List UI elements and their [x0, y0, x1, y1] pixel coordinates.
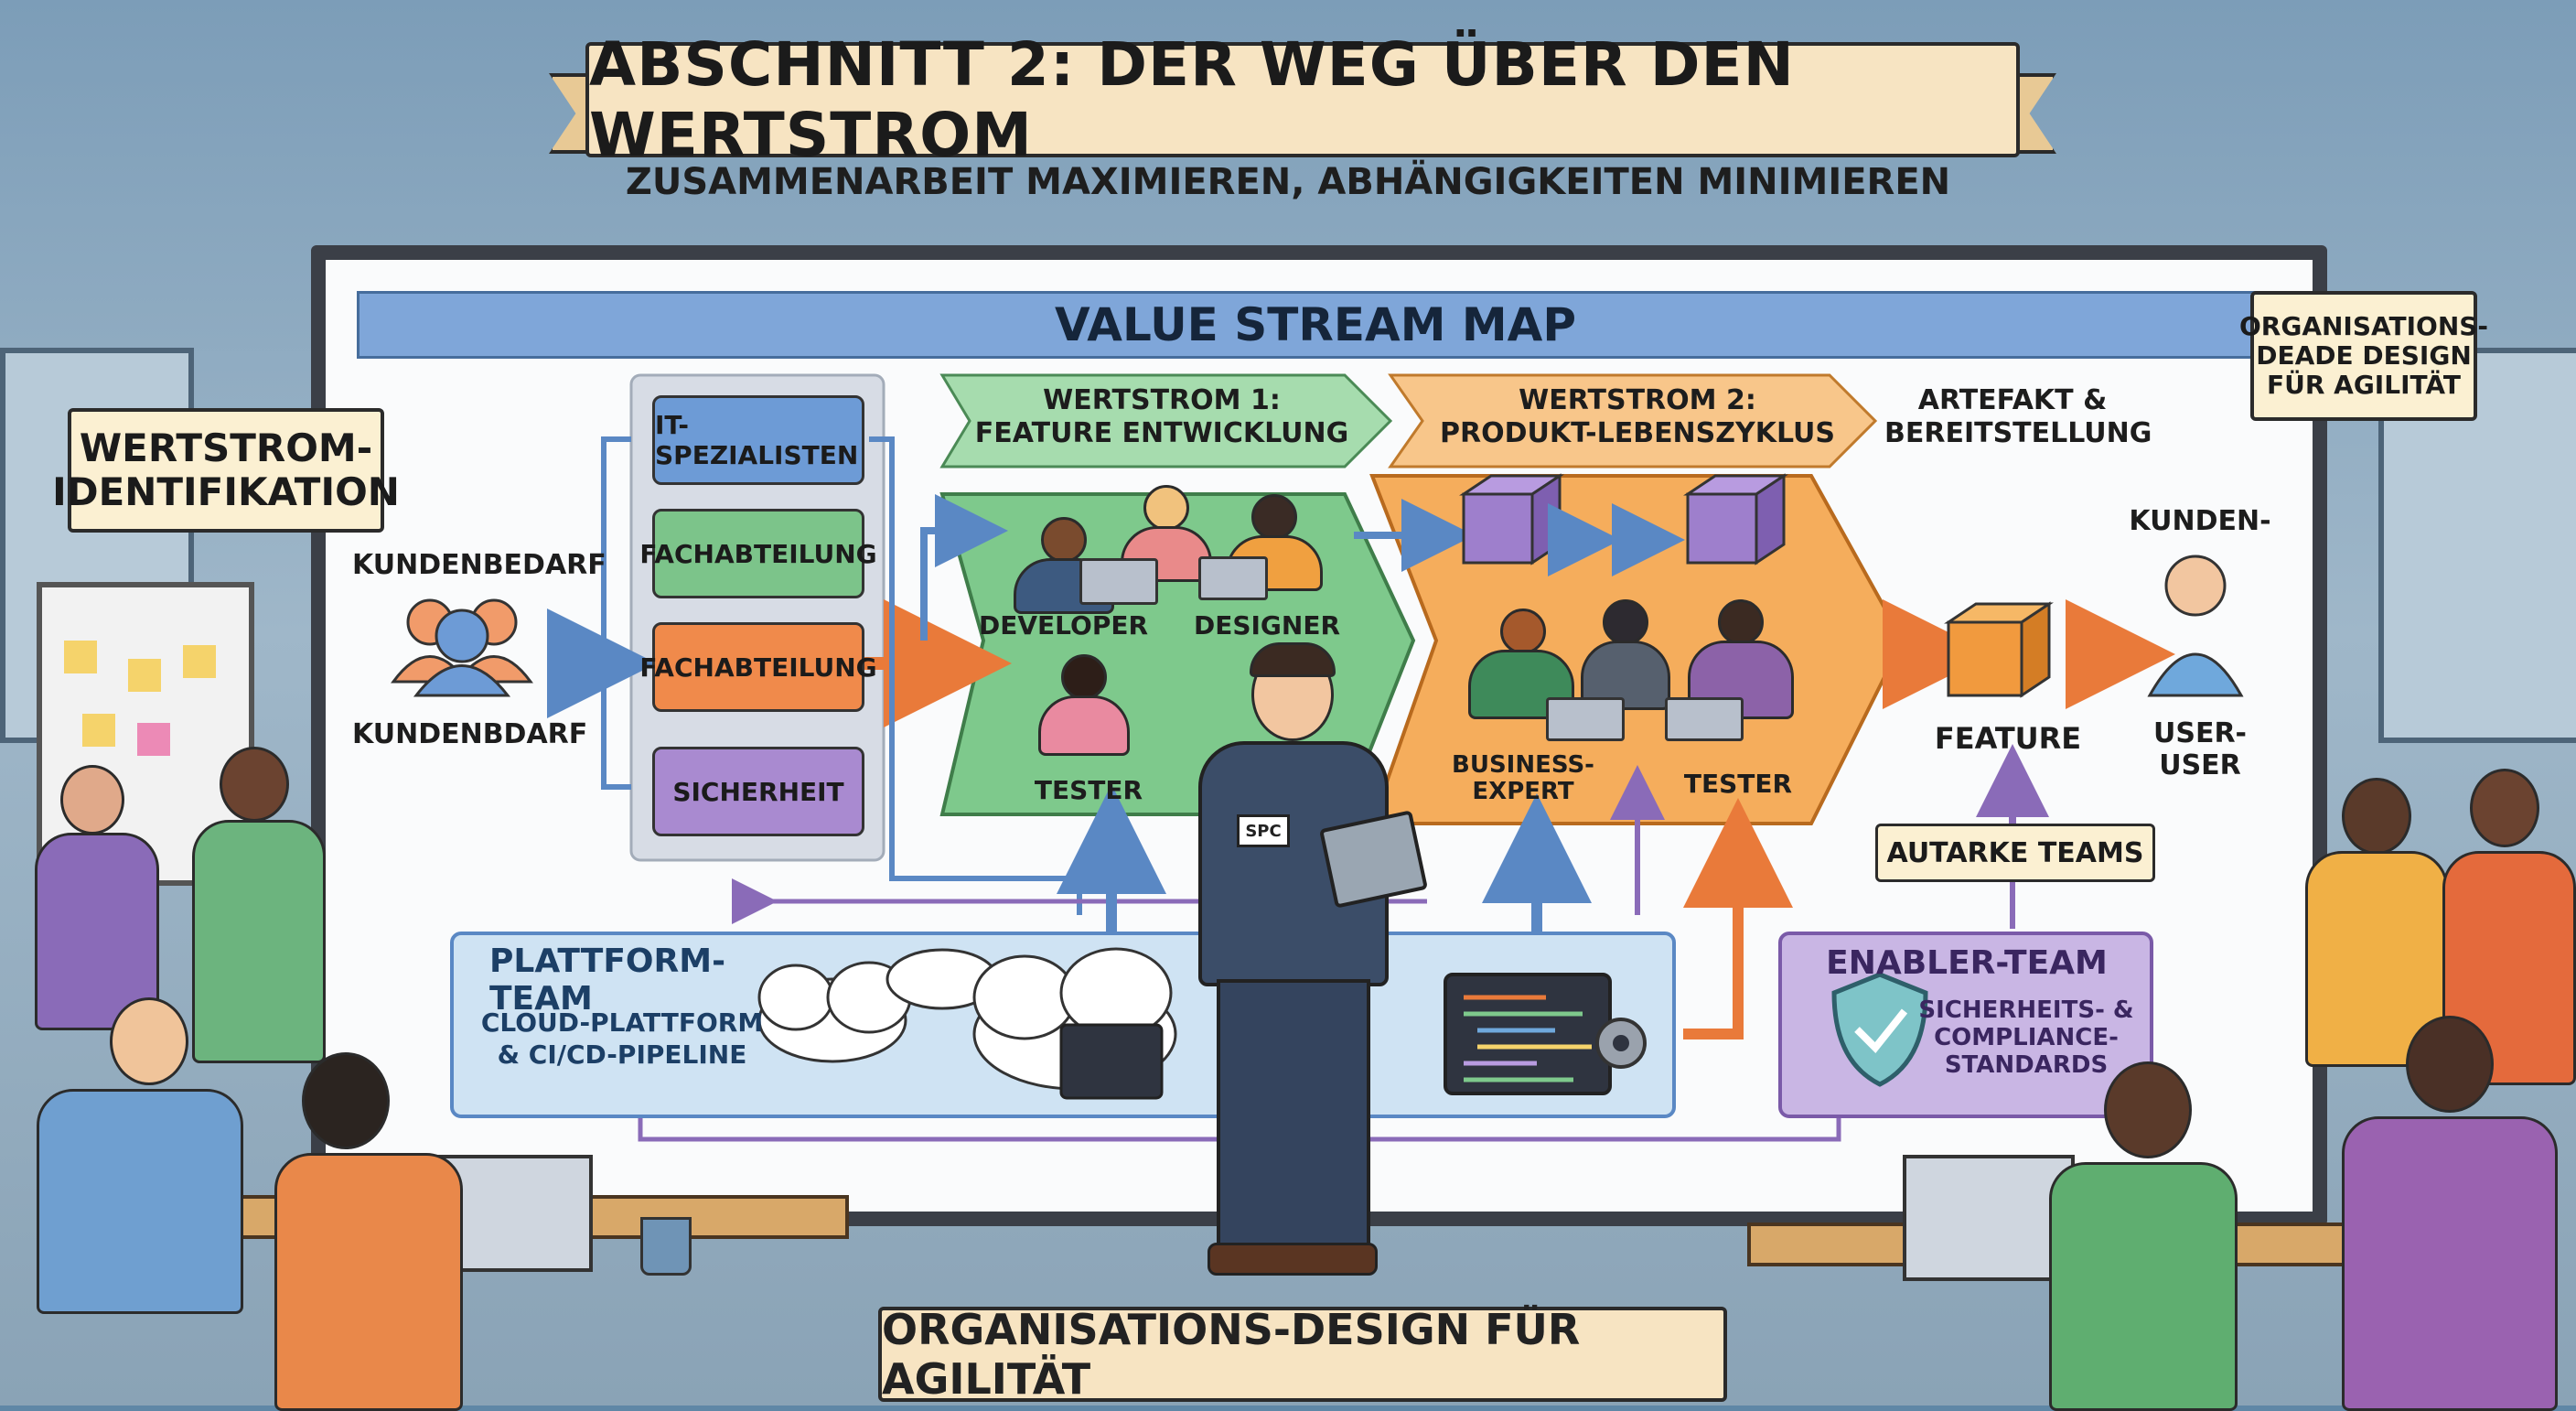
arrow-enabler-loop — [1683, 798, 1793, 1039]
business-expert-body — [1468, 650, 1574, 719]
presenter-legs — [1217, 979, 1370, 1252]
pipeline-terminal-icon — [1444, 973, 1612, 1095]
presenter-hair — [1250, 642, 1336, 677]
developer-avatar — [1041, 517, 1087, 563]
spc-badge: SPC — [1237, 814, 1290, 847]
platform-team-title: PLATTFORM-TEAM — [489, 942, 726, 1018]
sticky-note — [137, 723, 170, 756]
code-lines — [1464, 995, 1592, 1082]
sticky-note — [183, 645, 216, 678]
left-person-2-body — [192, 820, 326, 1063]
feature-cube-icon — [1944, 601, 2054, 698]
left-worker-2-body — [274, 1153, 463, 1411]
wertstrom-identifikation-note: WERTSTROM- IDENTIFIKATION — [52, 408, 400, 533]
end-customer-label-bottom: USER- USER — [2152, 717, 2247, 781]
shield-check-icon — [1831, 972, 1928, 1087]
platform-team-desc: CLOUD-PLATTFORM & CI/CD-PIPELINE — [480, 1007, 764, 1070]
value-stream-map-title: VALUE STREAM MAP — [357, 291, 2274, 359]
customer-need-label-bottom: KUNDENBDARF — [352, 718, 588, 750]
laptop-icon — [1546, 697, 1625, 741]
page-title: ABSCHNITT 2: DER WEG ÜBER DEN WERTSTROM — [589, 29, 1795, 170]
arrow-into-stream1 — [920, 494, 1008, 641]
presenter-shoes — [1208, 1243, 1378, 1276]
business-expert-avatar — [1500, 609, 1546, 654]
stream1-header-chevron — [939, 373, 1393, 469]
stream2-colleague-avatar — [1603, 599, 1648, 645]
stream1-title: WERTSTROM 1: FEATURE ENTWICKLUNG — [974, 384, 1349, 449]
cube-right-icon — [1683, 473, 1788, 565]
department-fachabteilung-2[interactable]: FACHABTEILUNG — [639, 622, 877, 712]
footer-banner: ORGANISATIONS-DESIGN FÜR AGILITÄT — [878, 1305, 1727, 1404]
left-person-1-head — [60, 765, 124, 835]
page-subtitle: ZUSAMMENARBEIT MAXIMIEREN, ABHÄNGIGKEITE… — [625, 161, 1951, 203]
business-expert-label: BUSINESS- EXPERT — [1452, 751, 1594, 805]
stream2-colleague-body — [1581, 641, 1670, 710]
right-worker-2-body — [2342, 1116, 2558, 1411]
cube-left-icon — [1459, 473, 1564, 565]
customer-need-label: KUNDENBEDARF — [352, 549, 606, 581]
organisations-design-note: ORGANISATIONS- DEADE DESIGN FÜR AGILITÄT — [2239, 291, 2488, 421]
right-window — [2378, 348, 2576, 743]
right-person-1-head — [2342, 778, 2411, 855]
end-customer-icon — [2147, 555, 2244, 697]
tester-avatar — [1061, 654, 1107, 700]
sticky-note — [64, 641, 97, 673]
cloud-icon-1 — [757, 961, 912, 1063]
laptop-icon — [1198, 556, 1268, 600]
feature-label: FEATURE — [1934, 721, 2082, 756]
right-person-2-head — [2470, 769, 2539, 847]
left-worker-1-body — [37, 1089, 243, 1314]
right-worker-1-head — [2104, 1061, 2192, 1158]
department-security[interactable]: SICHERHEIT — [652, 747, 864, 836]
left-worker-1-head — [110, 997, 188, 1085]
stream2-tester-avatar — [1718, 599, 1764, 645]
left-person-1-body — [35, 833, 159, 1030]
enabler-team-desc: SICHERHEITS- & COMPLIANCE- STANDARDS — [1918, 996, 2134, 1079]
stream2-title: WERTSTROM 2: PRODUKT-LEBENSZYKLUS — [1439, 384, 1836, 449]
pipeline-terminal-small — [1059, 1023, 1164, 1100]
developer-label: DEVELOPER — [979, 610, 1149, 641]
left-person-2-head — [220, 747, 289, 822]
right-laptop — [1903, 1155, 2075, 1281]
arrow-branch — [601, 436, 631, 790]
sticky-note — [128, 659, 161, 692]
autarke-teams-badge: AUTARKE TEAMS — [1875, 824, 2155, 882]
colleague-avatar — [1143, 485, 1189, 531]
laptop-icon — [1665, 697, 1744, 741]
stream2-tester-label: TESTER — [1683, 769, 1793, 799]
end-customer-label-top: KUNDEN- — [2129, 505, 2271, 537]
laptop-icon — [1079, 558, 1158, 605]
designer-label: DESIGNER — [1193, 610, 1341, 641]
department-fachabteilung-1[interactable]: FACHABTEILUNG — [639, 509, 877, 598]
tester-body — [1038, 695, 1130, 756]
designer-avatar — [1251, 494, 1297, 540]
stream1-tester-label: TESTER — [1034, 775, 1143, 805]
department-it-specialists[interactable]: IT-SPEZIALISTEN — [652, 395, 864, 485]
left-worker-2-head — [302, 1052, 390, 1149]
stream2-header-chevron — [1388, 373, 1878, 469]
sticky-note — [82, 714, 115, 747]
artifact-title: ARTEFAKT & BEREITSTELLUNG — [1884, 384, 2152, 449]
title-banner: ABSCHNITT 2: DER WEG ÜBER DEN WERTSTROM — [585, 29, 2020, 170]
right-worker-1-body — [2049, 1162, 2238, 1411]
colleague-body — [1121, 526, 1212, 582]
customer-group-icon — [391, 598, 533, 697]
right-worker-2-head — [2406, 1016, 2494, 1113]
enabler-team-title: ENABLER-TEAM — [1826, 944, 2108, 982]
coffee-mug-icon — [640, 1217, 692, 1276]
